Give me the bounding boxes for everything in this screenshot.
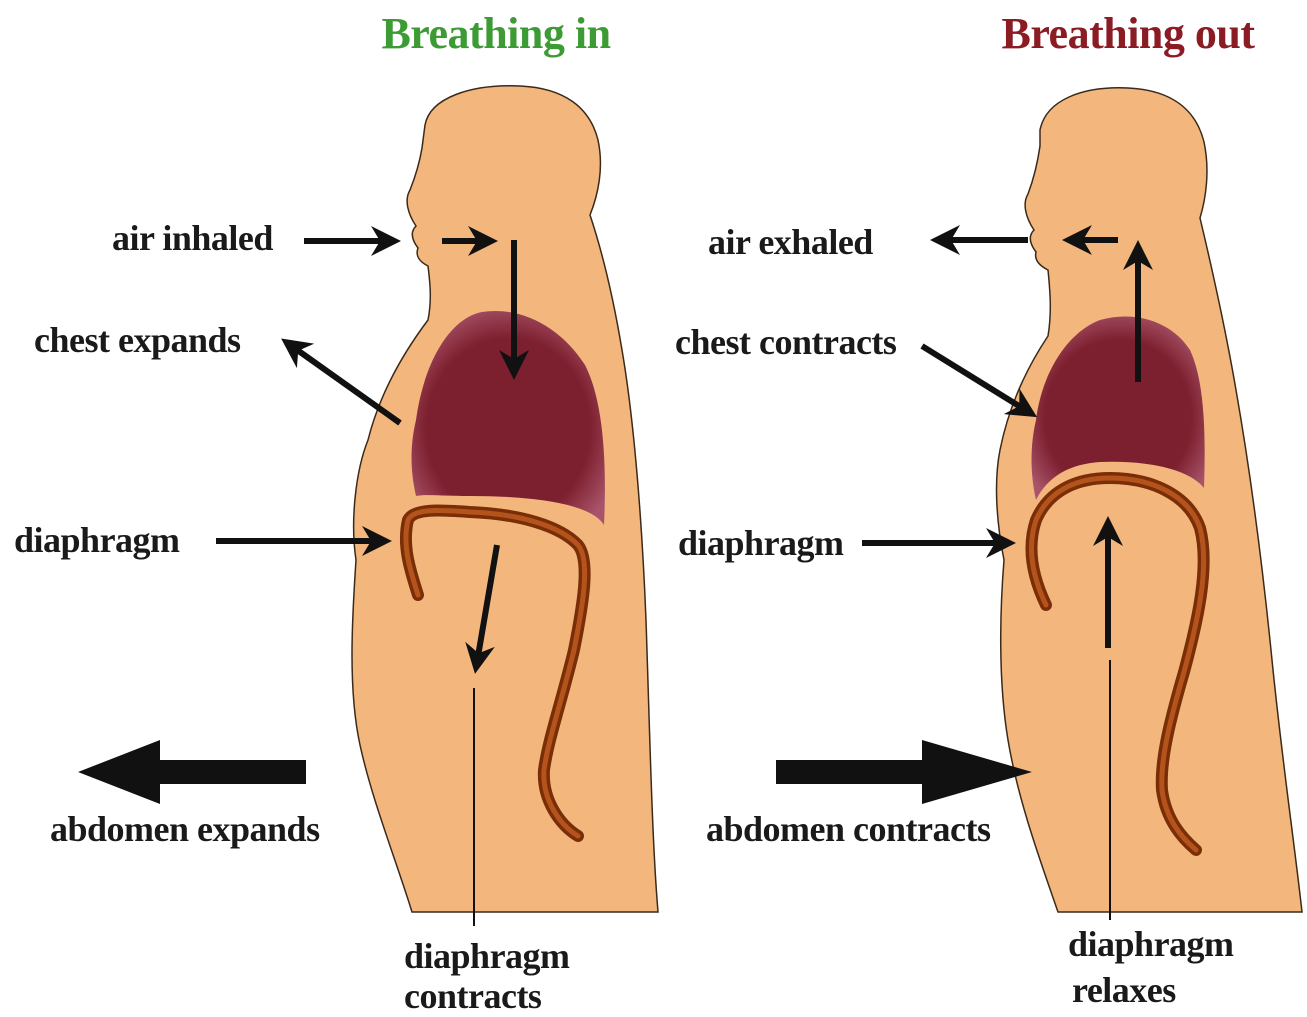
exhale-chest-arrow <box>922 346 1032 414</box>
exhale-abdomen-arrow <box>776 740 1032 804</box>
exhale-title: Breathing out <box>1001 9 1255 58</box>
inhale-air-label: air inhaled <box>112 218 273 258</box>
exhale-diaphragm-action-line2: relaxes <box>1072 970 1176 1010</box>
inhale-diaphragm-action-line2: contracts <box>404 976 542 1016</box>
inhale-abdomen-label: abdomen expands <box>50 809 320 849</box>
exhale-diaphragm-label: diaphragm <box>678 523 844 563</box>
inhale-chest-arrow <box>286 342 400 423</box>
inhale-title: Breathing in <box>381 9 610 58</box>
inhale-panel: Breathing in air inhaled chest expands d… <box>14 9 658 1016</box>
exhale-air-label: air exhaled <box>708 222 873 262</box>
inhale-abdomen-arrow <box>78 740 306 804</box>
exhale-chest-label: chest contracts <box>675 322 897 362</box>
inhale-diaphragm-label: diaphragm <box>14 520 180 560</box>
inhale-diaphragm-action-line1: diaphragm <box>404 936 570 976</box>
inhale-body-silhouette <box>352 86 658 912</box>
exhale-panel: Breathing out air exhaled chest contract… <box>675 9 1302 1010</box>
exhale-abdomen-label: abdomen contracts <box>706 809 991 849</box>
exhale-diaphragm-action-line1: diaphragm <box>1068 924 1234 964</box>
inhale-chest-label: chest expands <box>34 320 241 360</box>
